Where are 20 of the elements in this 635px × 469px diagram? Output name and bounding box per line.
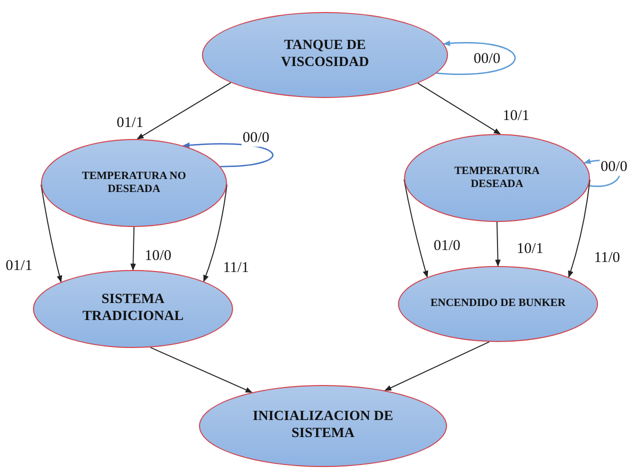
transition-arrow xyxy=(384,341,490,391)
transition-arrow xyxy=(495,222,501,267)
state-name: INICIALIZACION DE SISTEMA xyxy=(252,409,394,443)
transition-arrow xyxy=(203,184,228,282)
transition-arrow xyxy=(417,82,501,135)
self-loop-arrow xyxy=(182,142,274,168)
edge-label: 00/0 xyxy=(600,158,628,176)
transition-arrow xyxy=(136,82,232,140)
state-name: TEMPERATURA DESEADA xyxy=(453,164,541,192)
state-name: TEMPERATURA NO DESEADA xyxy=(81,170,187,196)
state-name: SISTEMA TRADICIONAL xyxy=(81,292,185,326)
transition-arrow xyxy=(568,179,590,278)
transition-arrow xyxy=(130,226,136,271)
state-name: ENCENDIDO DE BUNKER xyxy=(430,297,566,311)
self-loop-arrow xyxy=(436,40,516,75)
transition-arrow xyxy=(404,179,428,278)
transition-arrow xyxy=(150,346,253,393)
edge-label: 00/0 xyxy=(242,130,270,146)
transition-arrow xyxy=(40,184,62,283)
state-name: TANQUE DE VISCOSIDAD xyxy=(280,38,370,72)
